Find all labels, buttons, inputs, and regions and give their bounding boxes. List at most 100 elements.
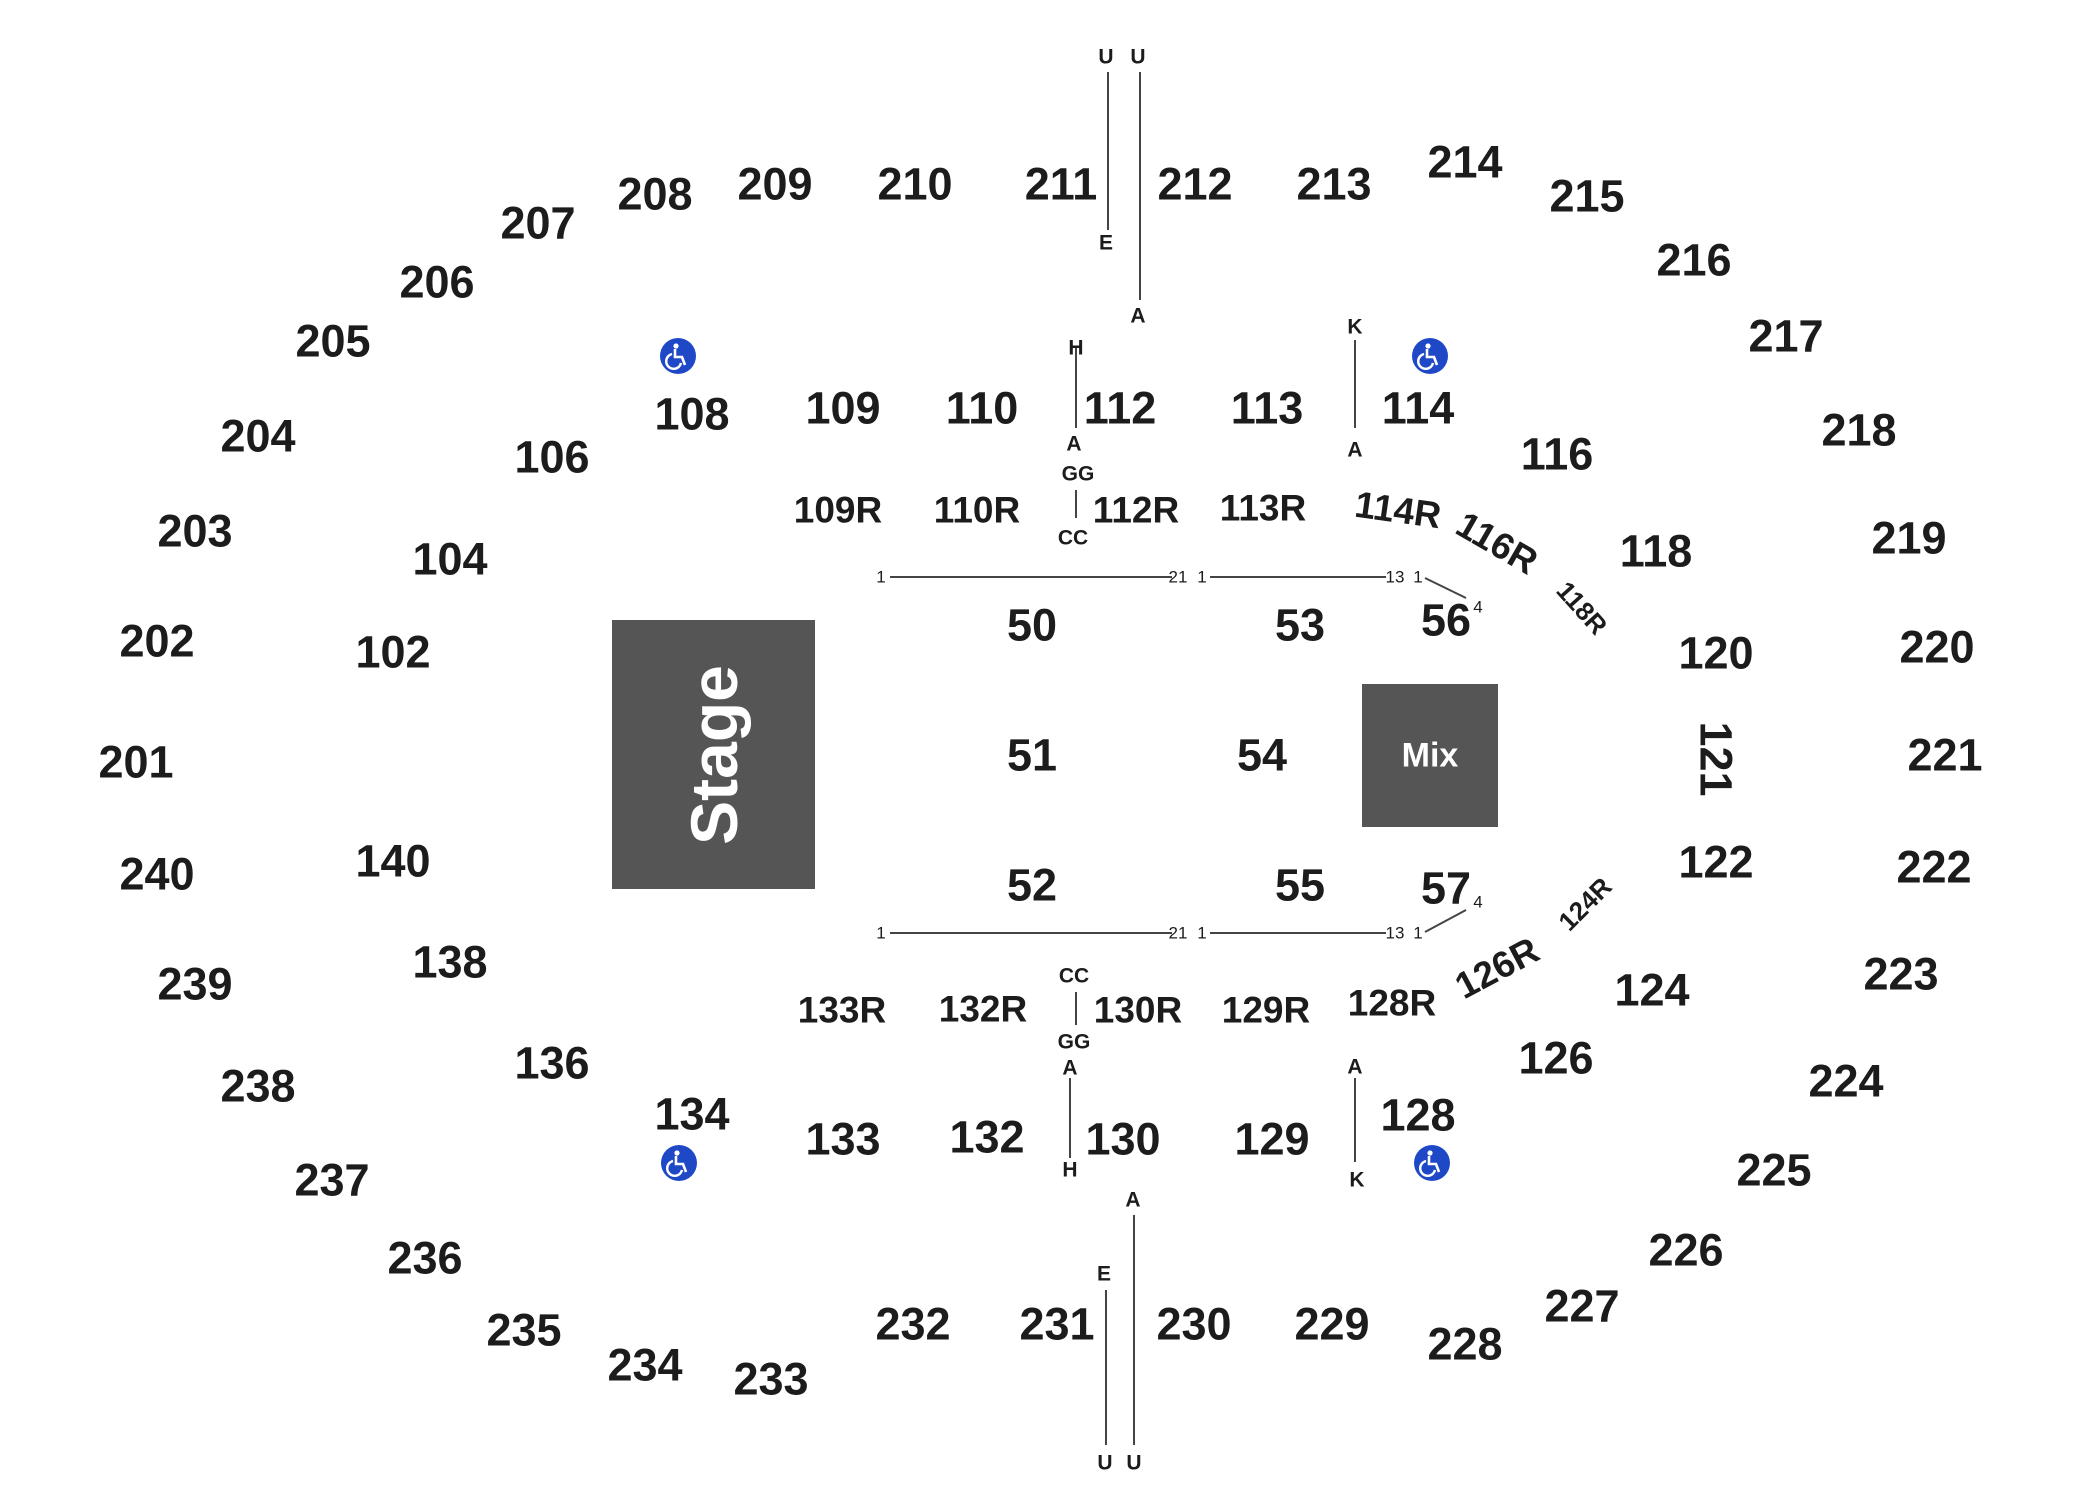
section-213[interactable]: 213 bbox=[1296, 158, 1372, 210]
section-225[interactable]: 225 bbox=[1736, 1144, 1812, 1196]
section-218[interactable]: 218 bbox=[1821, 404, 1897, 456]
row-marker: K bbox=[1349, 1168, 1365, 1192]
section-216[interactable]: 216 bbox=[1656, 234, 1732, 286]
section-109R[interactable]: 109R bbox=[793, 489, 883, 531]
section-126[interactable]: 126 bbox=[1518, 1032, 1594, 1084]
section-205[interactable]: 205 bbox=[295, 315, 371, 367]
wheelchair-icon bbox=[1412, 338, 1448, 374]
section-221[interactable]: 221 bbox=[1907, 729, 1983, 781]
section-51[interactable]: 51 bbox=[1006, 729, 1058, 781]
section-204[interactable]: 204 bbox=[220, 410, 296, 462]
section-113R[interactable]: 113R bbox=[1219, 487, 1307, 529]
seat-marker: 1 bbox=[876, 923, 886, 943]
section-129R[interactable]: 129R bbox=[1221, 989, 1311, 1031]
section-118[interactable]: 118 bbox=[1619, 525, 1693, 577]
section-211[interactable]: 211 bbox=[1024, 158, 1098, 210]
section-207[interactable]: 207 bbox=[500, 197, 576, 249]
seat-marker: 1 bbox=[876, 567, 886, 587]
section-222[interactable]: 222 bbox=[1896, 841, 1972, 893]
section-54[interactable]: 54 bbox=[1236, 729, 1288, 781]
section-224[interactable]: 224 bbox=[1808, 1055, 1884, 1107]
section-232[interactable]: 232 bbox=[875, 1298, 951, 1350]
section-210[interactable]: 210 bbox=[877, 158, 953, 210]
section-237[interactable]: 237 bbox=[294, 1154, 370, 1206]
section-208[interactable]: 208 bbox=[617, 168, 693, 220]
section-102[interactable]: 102 bbox=[355, 626, 431, 678]
section-130R[interactable]: 130R bbox=[1093, 989, 1183, 1031]
section-220[interactable]: 220 bbox=[1899, 621, 1975, 673]
section-121[interactable]: 121 bbox=[1690, 721, 1742, 797]
row-marker: U bbox=[1098, 45, 1114, 69]
section-109[interactable]: 109 bbox=[805, 382, 881, 434]
section-202[interactable]: 202 bbox=[119, 615, 195, 667]
seat-marker: 1 bbox=[1413, 567, 1423, 587]
section-136[interactable]: 136 bbox=[514, 1037, 590, 1089]
section-201[interactable]: 201 bbox=[98, 736, 174, 788]
section-235[interactable]: 235 bbox=[486, 1304, 562, 1356]
section-206[interactable]: 206 bbox=[399, 256, 475, 308]
section-128[interactable]: 128 bbox=[1380, 1089, 1456, 1141]
section-239[interactable]: 239 bbox=[157, 958, 233, 1010]
section-113[interactable]: 113 bbox=[1230, 382, 1304, 434]
section-134[interactable]: 134 bbox=[654, 1088, 730, 1140]
row-marker: A bbox=[1347, 438, 1363, 462]
section-128R[interactable]: 128R bbox=[1347, 982, 1437, 1024]
section-53[interactable]: 53 bbox=[1274, 599, 1326, 651]
section-230[interactable]: 230 bbox=[1156, 1298, 1232, 1350]
section-227[interactable]: 227 bbox=[1544, 1280, 1620, 1332]
section-140[interactable]: 140 bbox=[355, 835, 431, 887]
aisle-line bbox=[1424, 909, 1467, 933]
seat-marker: 4 bbox=[1473, 597, 1483, 617]
section-55[interactable]: 55 bbox=[1274, 859, 1326, 911]
section-116[interactable]: 116 bbox=[1520, 428, 1594, 480]
section-110[interactable]: 110 bbox=[945, 382, 1019, 434]
section-114[interactable]: 114 bbox=[1381, 382, 1455, 434]
section-132[interactable]: 132 bbox=[949, 1111, 1025, 1163]
section-129[interactable]: 129 bbox=[1234, 1113, 1310, 1165]
wheelchair-icon bbox=[661, 1145, 697, 1181]
row-marker: H bbox=[1068, 336, 1084, 360]
section-203[interactable]: 203 bbox=[157, 505, 233, 557]
section-112R[interactable]: 112R bbox=[1092, 489, 1180, 531]
section-215[interactable]: 215 bbox=[1549, 170, 1625, 222]
section-106[interactable]: 106 bbox=[514, 431, 590, 483]
section-236[interactable]: 236 bbox=[387, 1232, 463, 1284]
seat-marker: 1 bbox=[1197, 567, 1207, 587]
section-124[interactable]: 124 bbox=[1614, 964, 1690, 1016]
section-110R[interactable]: 110R bbox=[933, 489, 1021, 531]
section-56[interactable]: 56 bbox=[1420, 594, 1472, 646]
section-228[interactable]: 228 bbox=[1427, 1318, 1503, 1370]
section-120[interactable]: 120 bbox=[1678, 627, 1754, 679]
row-marker: E bbox=[1098, 231, 1114, 255]
section-112[interactable]: 112 bbox=[1083, 382, 1157, 434]
section-240[interactable]: 240 bbox=[119, 848, 195, 900]
row-marker: A bbox=[1347, 1055, 1363, 1079]
section-217[interactable]: 217 bbox=[1748, 310, 1824, 362]
section-130[interactable]: 130 bbox=[1085, 1113, 1161, 1165]
section-52[interactable]: 52 bbox=[1006, 859, 1058, 911]
section-233[interactable]: 233 bbox=[733, 1353, 809, 1405]
section-108[interactable]: 108 bbox=[654, 388, 730, 440]
row-marker: A bbox=[1125, 1188, 1141, 1212]
row-marker: A bbox=[1062, 1056, 1078, 1080]
section-104[interactable]: 104 bbox=[412, 533, 488, 585]
section-122[interactable]: 122 bbox=[1678, 836, 1754, 888]
section-226[interactable]: 226 bbox=[1648, 1224, 1724, 1276]
section-231[interactable]: 231 bbox=[1019, 1298, 1095, 1350]
section-212[interactable]: 212 bbox=[1157, 158, 1233, 210]
section-238[interactable]: 238 bbox=[220, 1060, 296, 1112]
row-marker: A bbox=[1130, 304, 1146, 328]
section-132R[interactable]: 132R bbox=[938, 988, 1028, 1030]
section-57[interactable]: 57 bbox=[1420, 862, 1472, 914]
section-219[interactable]: 219 bbox=[1871, 512, 1947, 564]
section-133[interactable]: 133 bbox=[805, 1113, 881, 1165]
section-229[interactable]: 229 bbox=[1294, 1298, 1370, 1350]
section-138[interactable]: 138 bbox=[412, 936, 488, 988]
section-234[interactable]: 234 bbox=[607, 1339, 683, 1391]
section-209[interactable]: 209 bbox=[737, 158, 813, 210]
section-133R[interactable]: 133R bbox=[797, 989, 887, 1031]
section-214[interactable]: 214 bbox=[1427, 136, 1503, 188]
section-50[interactable]: 50 bbox=[1006, 599, 1058, 651]
section-223[interactable]: 223 bbox=[1863, 948, 1939, 1000]
